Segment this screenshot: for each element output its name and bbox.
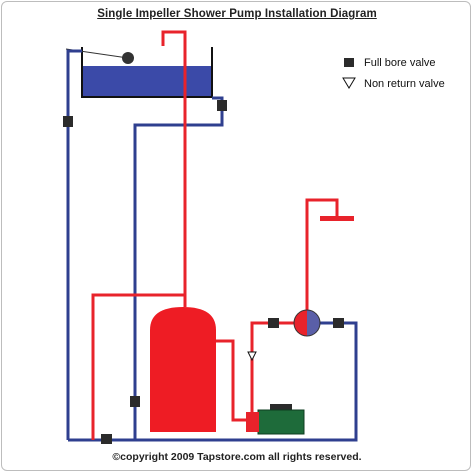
non-return-valve [247, 351, 257, 362]
cold-pipes [66, 49, 358, 442]
cold-bottom-main [68, 321, 358, 442]
full-bore-valve-icon [344, 58, 354, 67]
valve-hot-mixer [268, 318, 279, 328]
mixer-outline [293, 309, 321, 337]
hot-pipes [91, 30, 339, 440]
cold-feed-outlet [133, 96, 224, 440]
valve-cold-riser [63, 116, 73, 127]
valve-cold-mixer [333, 318, 344, 328]
shower-riser [305, 198, 339, 310]
tank-water [82, 66, 212, 96]
diagram-title: Single Impeller Shower Pump Installation… [97, 8, 377, 20]
valve-cold-bottom [101, 434, 112, 444]
cylinder-body [150, 307, 216, 432]
non-return-valve-icon [342, 77, 356, 89]
legend [342, 58, 356, 89]
hot-water-cylinder [150, 307, 216, 432]
valve-tank-outlet [217, 100, 227, 111]
shower-pump [246, 404, 305, 435]
cold-mains-riser [66, 49, 82, 440]
valve-cold-feed [130, 396, 140, 407]
copyright-footer: ©copyright 2009 Tapstore.com all rights … [112, 451, 362, 463]
mixer-hot-half [294, 310, 307, 336]
ball-valve-float [122, 52, 134, 64]
pump-hot-inlet [246, 412, 259, 432]
legend-full-bore-valve-label: Full bore valve [364, 57, 436, 69]
cold-water-tank [65, 47, 213, 98]
legend-non-return-valve-label: Non return valve [364, 78, 445, 90]
mixer-cold-half [307, 310, 320, 336]
full-bore-valves [63, 100, 344, 444]
hot-draw-off [91, 293, 185, 440]
hot-pump-to-mixer [250, 321, 296, 412]
pump-body [257, 409, 305, 435]
hot-vent-pipe [161, 30, 187, 307]
shower-head-bar [320, 216, 354, 221]
pump-motor-top [270, 404, 292, 412]
shower-head [320, 216, 354, 221]
mixer-valve [293, 309, 321, 337]
hot-feed-to-pump [214, 339, 250, 422]
tank-outline [81, 47, 213, 98]
